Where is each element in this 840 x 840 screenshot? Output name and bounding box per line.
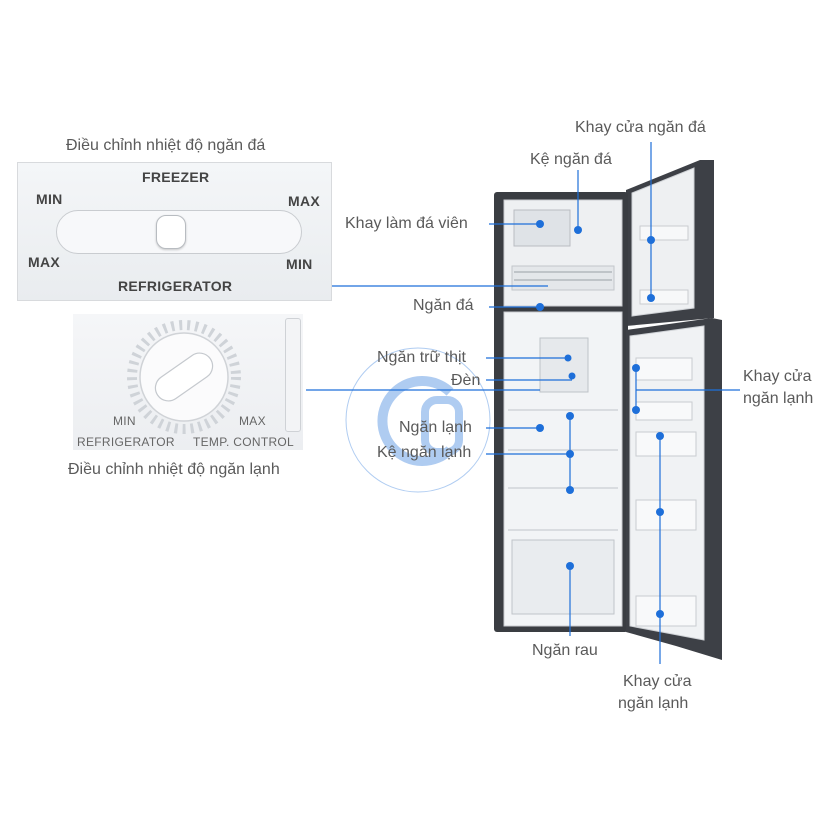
label-light: Đèn (451, 372, 481, 389)
label-fridge-door-tray-bottom-line2: ngăn lạnh (618, 695, 689, 712)
label-vegetable-drawer: Ngăn rau (532, 642, 598, 659)
fridge-dial[interactable] (127, 320, 241, 434)
marker-dots (536, 220, 664, 618)
label-fridge-door-tray-bottom-line1: Khay cửa (623, 673, 692, 690)
leader-lines (306, 142, 740, 664)
freezer-min-label: MIN (36, 191, 63, 207)
label-fridge-door-tray-right-line1: Khay cửa (743, 368, 812, 385)
fridge-max-label: MAX (239, 414, 266, 428)
fridge-panel-edge (285, 318, 301, 432)
freezer-control-panel: FREEZER MIN MAX MAX MIN REFRIGERATOR (17, 162, 332, 301)
refrigerator-min-label: MIN (286, 256, 313, 272)
watermark-logo (345, 347, 491, 493)
label-meat-compartment: Ngăn trữ thịt (377, 349, 466, 366)
label-freezer-shelf: Kệ ngăn đá (530, 151, 612, 168)
refrigerator-title: REFRIGERATOR (118, 278, 233, 294)
freezer-max-label: MAX (288, 193, 321, 209)
fridge-control-caption: Điều chỉnh nhiệt độ ngăn lạnh (68, 461, 280, 478)
label-freezer-door-tray: Khay cửa ngăn đá (575, 119, 706, 136)
label-fridge-door-tray-right-line2: ngăn lạnh (743, 390, 814, 407)
fridge-temp-control-text: TEMP. CONTROL (193, 435, 295, 449)
freezer-control-caption: Điều chỉnh nhiệt độ ngăn đá (66, 137, 266, 154)
label-ice-tray: Khay làm đá viên (345, 215, 468, 232)
freezer-door (626, 160, 714, 326)
refrigerator-max-label: MAX (28, 254, 61, 270)
fridge-body (494, 192, 628, 632)
freezer-title: FREEZER (142, 169, 210, 185)
fridge-refrigerator-text: REFRIGERATOR (77, 435, 175, 449)
label-fridge-compartment: Ngăn lạnh (399, 419, 472, 436)
label-fridge-shelf: Kệ ngăn lạnh (377, 444, 472, 461)
fridge-door (626, 318, 722, 660)
label-freezer-compartment: Ngăn đá (413, 297, 474, 314)
freezer-slider-knob[interactable] (156, 215, 186, 249)
fridge-min-label: MIN (113, 414, 136, 428)
